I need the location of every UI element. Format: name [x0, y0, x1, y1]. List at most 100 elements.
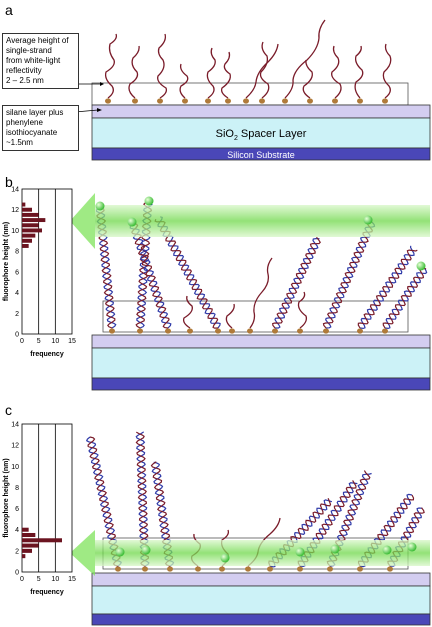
histogram-b-bar-8 — [22, 207, 32, 212]
single-strand-b-1 — [182, 295, 193, 329]
fluorophores-c — [115, 542, 417, 563]
substrate-label: Silicon Substrate — [227, 150, 295, 160]
single-strand-a-11 — [331, 45, 342, 99]
fluorophore-b-3 — [127, 217, 137, 227]
single-strand-a-6 — [220, 51, 231, 99]
duplex-b-6-anchor — [382, 328, 388, 334]
duplex-c-2-anchor — [142, 566, 148, 572]
histogram-b-xtick-3: 15 — [68, 338, 76, 345]
single-strand-a-13-anchor — [382, 98, 388, 104]
histogram-b-xtick-0: 0 — [20, 338, 24, 345]
histogram-b-bar-2 — [22, 238, 32, 243]
single-strands-a — [104, 19, 392, 104]
note-layer-line-1: silane layer plus — [6, 108, 64, 117]
histogram-b-xlabel: frequency — [30, 351, 64, 358]
histogram-b-bar-7 — [22, 212, 39, 217]
fluorophores-b — [95, 196, 426, 271]
histogram-c-ytick-5: 10 — [11, 464, 19, 471]
single-strand-c-1-anchor — [195, 566, 201, 572]
histogram-b-xtick-1: 5 — [37, 338, 41, 345]
duplex-b-5-strand-1 — [359, 245, 415, 330]
fluorophore-c-4 — [295, 547, 305, 557]
histogram-c-ytick-0: 0 — [15, 570, 19, 577]
single-strand-a-1 — [104, 33, 118, 99]
single-strand-a-13 — [382, 43, 392, 99]
duplex-b-5-anchor — [357, 328, 363, 334]
note-layer-line-2: phenylene — [6, 118, 43, 127]
note-layer-line-3: isothiocyanate — [6, 128, 58, 137]
histogram-b-bar-3 — [22, 233, 36, 238]
note-layer-line-4: ~1.5nm — [6, 138, 33, 147]
spacer-layer-label: SiO2 Spacer Layer — [216, 128, 307, 142]
panel-b-label: b — [5, 174, 13, 190]
duplex-b-8-anchor — [272, 328, 278, 334]
single-strand-a-8-anchor — [259, 98, 265, 104]
note-height-line-4: reflectivity — [6, 66, 42, 75]
note-height-line-3: from white-light — [6, 56, 61, 65]
histogram-b-ytick-3: 6 — [15, 269, 19, 276]
single-strand-b-2-anchor — [247, 328, 253, 334]
single-strand-b-3 — [297, 291, 308, 329]
single-strand-a-3-anchor — [157, 98, 163, 104]
histogram-c-xtick-3: 15 — [68, 576, 76, 583]
histogram-b-xtick-2: 10 — [51, 338, 59, 345]
panel-a-diagram: SiO2 Spacer Layer Silicon Substrate — [74, 19, 431, 161]
beam-b-arrowhead — [70, 193, 95, 249]
panel-a-silane-layer — [91, 104, 431, 119]
fluorophore-c-6 — [382, 545, 392, 555]
histogram-b-ytick-7: 14 — [11, 187, 19, 194]
duplex-c-5-anchor — [327, 566, 333, 572]
panel-a-spacer-layer — [91, 117, 431, 149]
single-strand-b-3-anchor — [297, 328, 303, 334]
duplex-b-4-anchor — [215, 328, 221, 334]
histogram-b-ytick-4: 8 — [15, 249, 19, 256]
duplex-b-7-strand-1 — [325, 221, 376, 329]
histogram-c-ytick-7: 14 — [11, 422, 19, 429]
single-strand-c-3-anchor — [245, 566, 251, 572]
single-strand-b-4-anchor — [229, 328, 235, 334]
histogram-b-bar-9 — [22, 202, 26, 207]
duplex-b-7-anchor — [323, 328, 329, 334]
single-strand-b-1-anchor — [187, 328, 193, 334]
note-height-line-2: single-strand — [6, 46, 52, 55]
single-strand-a-5-anchor — [205, 98, 211, 104]
histogram-c-bar-4 — [22, 538, 62, 543]
histogram-c-bar-1 — [22, 554, 26, 559]
histogram-c-bar-6 — [22, 527, 29, 532]
histogram-b-bar-1 — [22, 243, 29, 248]
duplex-b-7-strand-2 — [322, 221, 373, 329]
histogram-c-xtick-1: 5 — [37, 576, 41, 583]
panel-b-surface-outline — [102, 300, 409, 333]
beam-b — [70, 193, 430, 249]
panel-b-substrate — [91, 377, 431, 391]
note-single-strand-height: Average height of single-strand from whi… — [2, 33, 79, 89]
histogram-b-ytick-6: 12 — [11, 207, 19, 214]
single-strand-c-2-anchor — [219, 566, 225, 572]
single-strand-a-7-anchor — [243, 98, 249, 104]
panel-b-spacer-layer — [91, 347, 431, 379]
beam-c — [70, 530, 430, 576]
histogram-b-ylabel: fluorophore height (nm) — [3, 222, 10, 301]
duplex-c-7-anchor — [387, 566, 393, 572]
duplex-c-8-anchor — [267, 566, 273, 572]
single-strand-a-11-anchor — [332, 98, 338, 104]
fluorophore-c-2 — [141, 545, 151, 555]
panel-c-diagram — [70, 431, 431, 626]
single-strand-a-9-anchor — [282, 98, 288, 104]
single-strand-a-3 — [157, 33, 168, 99]
histogram-b-ytick-5: 10 — [11, 228, 19, 235]
histogram-c-bar-2 — [22, 548, 32, 553]
single-strand-a-5 — [206, 47, 216, 99]
histogram-c-xtick-0: 0 — [20, 576, 24, 583]
note-silane-layer: silane layer plus phenylene isothiocyana… — [2, 105, 79, 151]
fluorophore-b-2 — [144, 196, 154, 206]
duplex-b-1-anchor — [109, 328, 115, 334]
histogram-b-ytick-1: 2 — [15, 311, 19, 318]
single-strand-a-8 — [259, 41, 270, 99]
histogram-c-bar-5 — [22, 532, 36, 538]
beam-c-body — [95, 540, 430, 566]
single-strand-a-12 — [354, 45, 364, 99]
